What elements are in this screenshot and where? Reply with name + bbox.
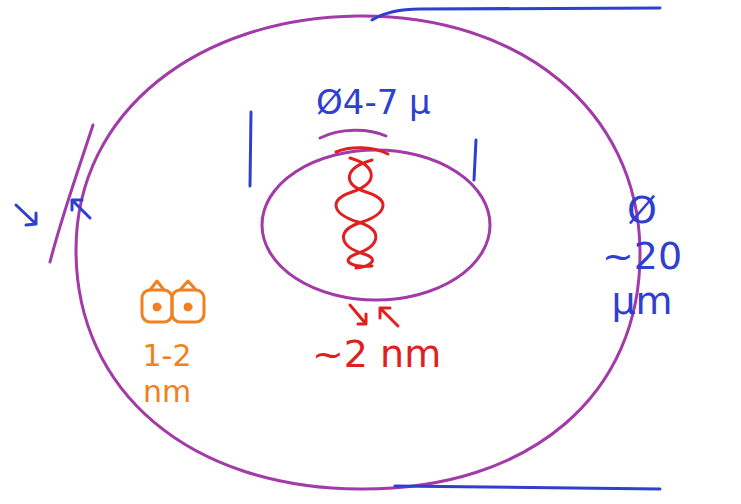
extension-line — [395, 486, 660, 489]
dimension-label: ~2 nm — [312, 332, 441, 378]
thickness-arrow — [350, 305, 366, 324]
protein-dot — [184, 303, 192, 311]
extension-line — [372, 8, 660, 20]
dimension-label: Ø ~20 µm — [596, 188, 688, 325]
protein-dot — [153, 303, 161, 311]
cell-membrane — [76, 16, 640, 489]
thickness-arrow — [72, 200, 90, 218]
dna-helix — [343, 160, 382, 268]
dimension-bracket — [474, 140, 476, 180]
dna-helix — [336, 148, 388, 154]
dimension-label: 1-2 nm — [126, 338, 208, 410]
nucleus-outline — [262, 150, 490, 300]
protein-icon — [172, 290, 204, 322]
dimension-label: Ø4-7 µ — [316, 82, 431, 123]
nucleus-arc — [320, 130, 386, 138]
thickness-arrow — [16, 205, 36, 225]
protein-icon — [142, 290, 172, 322]
dimension-bracket — [250, 112, 251, 186]
protein-icon — [150, 281, 196, 290]
thickness-arrow — [380, 308, 398, 326]
membrane-detail — [50, 125, 93, 262]
